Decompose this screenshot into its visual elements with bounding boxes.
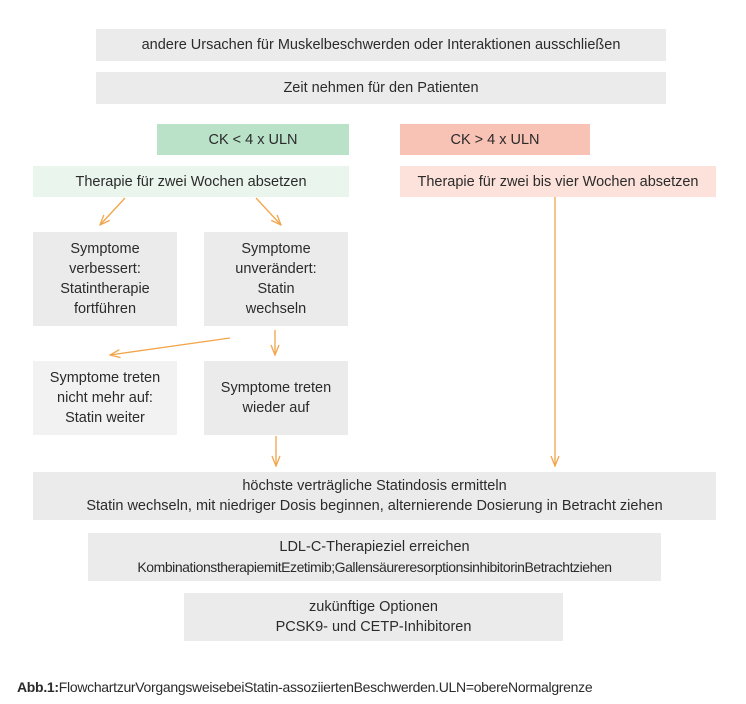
ck-low-text: CK < 4 x ULN — [208, 131, 298, 148]
ck-low-box: CK < 4 x ULN — [157, 124, 349, 155]
symptoms-unchanged-line: wechseln — [245, 301, 307, 317]
symptoms-improved-line: fortführen — [73, 301, 137, 317]
ck-high-box: CK > 4 x ULN — [400, 124, 590, 155]
symptoms-improved-box: Symptome verbessert: Statintherapie fort… — [33, 232, 177, 326]
figure-caption: Abb.1:FlowchartzurVorgangsweisebeiStatin… — [17, 679, 593, 695]
arrow-pause-to-improved — [100, 197, 126, 225]
exclude-other-causes-text: andere Ursachen für Muskelbeschwerden od… — [141, 37, 621, 53]
symptoms-recur-box: Symptome treten wieder auf — [204, 361, 348, 435]
symptoms-recur-line: wieder auf — [242, 400, 310, 416]
max-dose-box: höchste verträgliche Statindosis ermitte… — [33, 472, 716, 520]
pause-two-weeks-box: Therapie für zwei Wochen absetzen — [33, 166, 349, 197]
ck-high-text: CK > 4 x ULN — [450, 131, 540, 148]
exclude-other-causes-box: andere Ursachen für Muskelbeschwerden od… — [96, 29, 666, 61]
pause-two-weeks-text: Therapie für zwei Wochen absetzen — [75, 173, 307, 190]
arrow-unchanged-to-no-longer — [110, 337, 231, 355]
symptoms-improved-line: Symptome — [70, 241, 140, 257]
arrow-pause-to-unchanged — [255, 197, 281, 225]
pause-two-four-weeks-box: Therapie für zwei bis vier Wochen absetz… — [400, 166, 716, 197]
max-dose-line: höchste verträgliche Statindosis ermitte… — [242, 478, 507, 494]
pause-two-four-weeks-text: Therapie für zwei bis vier Wochen absetz… — [417, 173, 699, 190]
symptoms-unchanged-line: unverändert: — [235, 261, 317, 277]
symptoms-no-longer-line: Statin weiter — [65, 410, 145, 426]
symptoms-improved-line: verbessert: — [69, 261, 141, 277]
ldl-target-line: LDL-C-Therapieziel erreichen — [279, 539, 470, 555]
symptoms-unchanged-line: Statin — [257, 281, 295, 297]
symptoms-no-longer-line: Symptome treten — [49, 370, 161, 386]
symptoms-recur-line: Symptome treten — [220, 380, 332, 396]
future-options-box: zukünftige Optionen PCSK9- und CETP-Inhi… — [184, 593, 563, 641]
symptoms-no-longer-line: nicht mehr auf: — [57, 390, 153, 406]
ldl-target-line: KombinationstherapiemitEzetimib;Gallensä… — [137, 559, 612, 575]
take-time-box: Zeit nehmen für den Patienten — [96, 72, 666, 104]
max-dose-line: Statin wechseln, mit niedriger Dosis beg… — [86, 498, 663, 514]
take-time-text: Zeit nehmen für den Patienten — [283, 80, 479, 96]
symptoms-unchanged-box: Symptome unverändert: Statin wechseln — [204, 232, 348, 326]
symptoms-improved-line: Statintherapie — [60, 281, 150, 297]
future-options-line: zukünftige Optionen — [309, 599, 438, 615]
symptoms-no-longer-box: Symptome treten nicht mehr auf: Statin w… — [33, 361, 177, 435]
ldl-target-box: LDL-C-Therapieziel erreichen Kombination… — [88, 533, 661, 581]
symptoms-unchanged-line: Symptome — [241, 241, 311, 257]
future-options-line: PCSK9- und CETP-Inhibitoren — [275, 619, 472, 635]
figure-caption-label: Abb.1: — [17, 679, 59, 695]
figure-caption-text: FlowchartzurVorgangsweisebeiStatin-assoz… — [58, 679, 593, 695]
